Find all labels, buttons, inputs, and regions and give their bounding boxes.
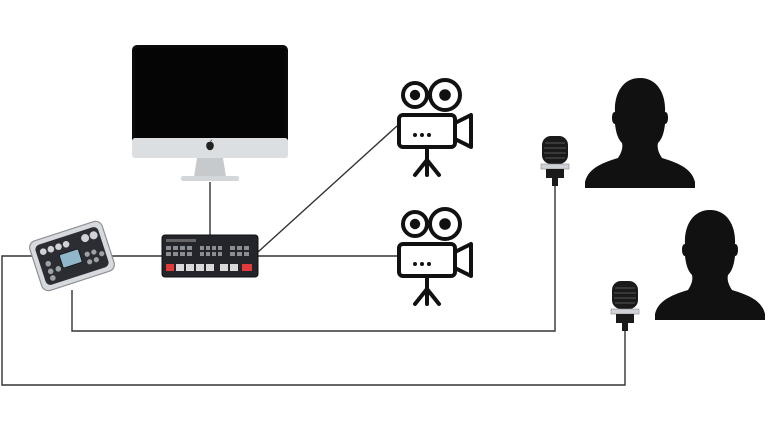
camera-dots bbox=[413, 262, 431, 266]
mic-grille bbox=[614, 287, 636, 304]
mic-connector bbox=[552, 178, 558, 186]
recorder-display bbox=[59, 248, 83, 269]
camera-lens bbox=[453, 113, 473, 149]
mic-body bbox=[616, 314, 634, 323]
camera-reel-right bbox=[428, 78, 462, 112]
podcast-recorder-icon bbox=[29, 220, 115, 292]
mic-connector bbox=[622, 323, 628, 331]
imac-icon bbox=[132, 45, 288, 181]
imac-foot bbox=[181, 176, 239, 181]
switcher-label-strip bbox=[166, 239, 196, 242]
camera-lens bbox=[453, 242, 473, 278]
connection-recorder-microphone-2 bbox=[1, 255, 626, 386]
person-silhouette-icon bbox=[585, 78, 695, 188]
camera-dots bbox=[413, 133, 431, 137]
mic-body bbox=[546, 169, 564, 178]
microphone-icon bbox=[540, 136, 570, 186]
video-camera-icon bbox=[397, 78, 473, 177]
connection-switcher-camera-1 bbox=[257, 125, 398, 253]
video-camera-icon bbox=[397, 207, 473, 306]
recorder-pads bbox=[45, 249, 105, 281]
camera-body bbox=[397, 242, 457, 278]
recorder-knobs bbox=[39, 231, 98, 255]
camera-reel-left bbox=[401, 81, 429, 109]
mic-capsule bbox=[542, 136, 568, 164]
connection-recorder-microphone-1 bbox=[71, 186, 556, 332]
switcher-small-buttons bbox=[166, 246, 249, 256]
mic-ring bbox=[540, 163, 570, 170]
connection-lines bbox=[1, 125, 626, 386]
camera-reel-left bbox=[401, 210, 429, 238]
mic-grille bbox=[544, 142, 566, 159]
switcher-source-buttons bbox=[166, 264, 252, 271]
atem-switcher-icon bbox=[161, 234, 259, 278]
camera-reel-right bbox=[428, 207, 462, 241]
apple-logo-icon bbox=[206, 139, 214, 151]
imac-stand bbox=[194, 158, 226, 177]
imac-screen bbox=[135, 48, 285, 138]
mic-ring bbox=[610, 308, 640, 315]
microphone-icon bbox=[610, 281, 640, 331]
person-silhouette-icon bbox=[655, 210, 765, 320]
camera-body bbox=[397, 113, 457, 149]
mic-capsule bbox=[612, 281, 638, 309]
